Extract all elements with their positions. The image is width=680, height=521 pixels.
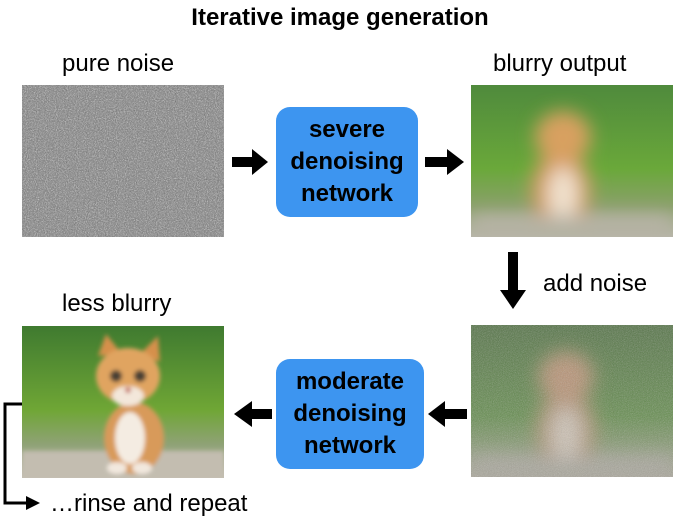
moderate-network-line-3: network (303, 432, 396, 459)
label-less-blurry: less blurry (62, 290, 172, 317)
arrow-noisy-to-moderate (428, 401, 467, 427)
noisy-image (471, 325, 673, 477)
arrow-noise-to-severe (232, 149, 268, 175)
arrow-moderate-to-less-blurry (234, 401, 272, 427)
moderate-network-line-2: denoising (293, 400, 407, 427)
moderate-denoising-network-box: moderate denoising network (276, 359, 424, 469)
arrow-add-noise-down (500, 252, 526, 309)
blurry-image (471, 85, 673, 237)
label-add-noise: add noise (543, 270, 648, 297)
severe-network-line-3: network (300, 180, 393, 207)
severe-network-line-2: denoising (290, 148, 404, 175)
noise-image (22, 85, 224, 237)
arrow-severe-to-blurry (425, 149, 464, 175)
severe-denoising-network-box: severe denoising network (276, 107, 418, 217)
severe-network-line-1: severe (308, 116, 386, 143)
moderate-network-line-1: moderate (295, 368, 405, 395)
diagram-title: Iterative image generation (191, 4, 489, 31)
label-pure-noise: pure noise (62, 50, 175, 77)
label-blurry-output: blurry output (493, 50, 627, 77)
label-rinse-repeat: …rinse and repeat (50, 490, 248, 517)
less-blurry-image (22, 326, 224, 478)
arrow-rinse-repeat (3, 402, 40, 510)
